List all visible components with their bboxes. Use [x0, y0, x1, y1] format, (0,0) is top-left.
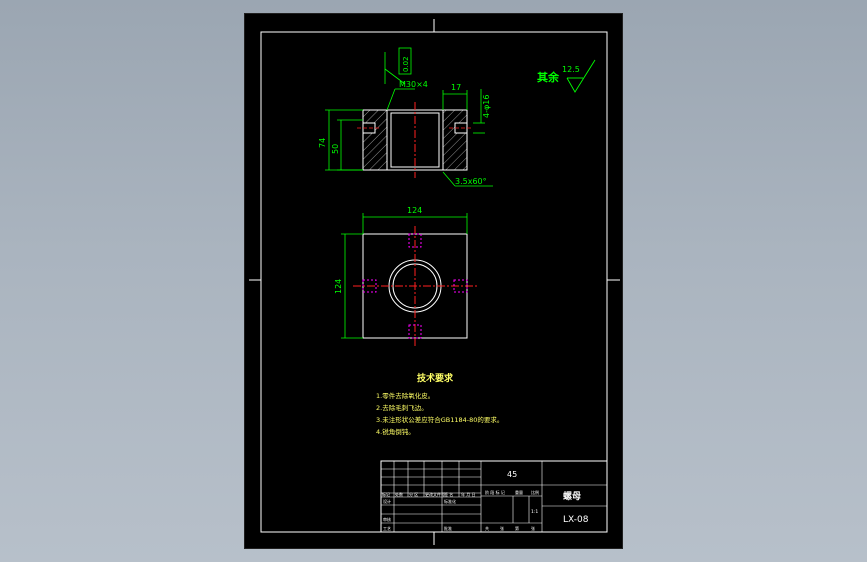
dim-height-inner: 50 [331, 144, 340, 154]
header-cell: 标记 [382, 491, 390, 497]
stage-label: 阶 段 标 记 [485, 489, 505, 495]
row-label: 工艺 [383, 526, 391, 531]
roughness-symbol [566, 59, 596, 93]
row-label: 审核 [383, 516, 391, 522]
outer-frame [260, 31, 608, 533]
section-view: 0.02 M30×4 17 4-φ16 74 50 3.5x60° [318, 47, 493, 187]
hidden-hole-top [408, 233, 422, 248]
hidden-hole-bottom [408, 324, 422, 339]
technical-requirements: 技术要求 1.零件去除氧化皮。 2.去除毛刺飞边。 3.未注形状公差应符合GB1… [376, 372, 503, 436]
dim-height-outer: 74 [318, 138, 327, 148]
row-label: 标准化 [444, 498, 456, 504]
tech-title: 技术要求 [417, 372, 454, 384]
drawing-sheet: 0.02 M30×4 17 4-φ16 74 50 3.5x60° 其余 12.… [244, 13, 623, 549]
plan-view: 124 124 [334, 206, 477, 346]
tech-item: 4.锐角倒钝。 [376, 427, 415, 436]
tech-item: 3.未注形状公差应符合GB1184-80的要求。 [376, 415, 503, 424]
row-label: 批准 [444, 525, 452, 531]
roughness-value: 12.5 [562, 65, 580, 74]
flatness-value: 0.02 [402, 56, 410, 72]
header-cell: 签 名 [444, 491, 453, 497]
header-cell: 分 区 [409, 491, 418, 497]
section-left-wall [362, 109, 388, 171]
material-value: 45 [507, 470, 517, 479]
thread-label: M30×4 [399, 80, 428, 89]
stage-label: 比例 [531, 489, 539, 495]
header-cell: 年 月 日 [461, 491, 476, 497]
header-cell: 更改文件号 [425, 491, 445, 497]
centering-marks [249, 19, 620, 545]
cad-drawing: 0.02 M30×4 17 4-φ16 74 50 3.5x60° 其余 12.… [249, 19, 620, 545]
sheet-label: 第 [515, 525, 519, 531]
sheet-label: 张 [500, 525, 504, 531]
hidden-hole-left [362, 279, 377, 293]
part-name: 螺母 [563, 490, 581, 502]
dim-top-small: 17 [451, 83, 461, 92]
chamfer-label: 3.5x60° [455, 177, 487, 186]
title-block-frame [380, 460, 608, 533]
tech-item: 1.零件去除氧化皮。 [376, 391, 434, 400]
sheet-label: 共 [485, 525, 489, 531]
tech-item: 2.去除毛刺飞边。 [376, 403, 428, 412]
roughness-note: 其余 12.5 [537, 59, 596, 93]
section-right-wall [442, 109, 468, 171]
title-block: 45 螺母 LX-08 1:1 标记 处数 分 区 更改文件号 签 名 年 月 … [380, 460, 608, 533]
scale-value: 1:1 [531, 509, 538, 515]
plan-dim-height: 124 [334, 279, 343, 294]
plan-dim-width: 124 [407, 206, 422, 215]
sheet-label: 张 [531, 525, 535, 531]
row-label: 设计 [383, 498, 391, 504]
header-cell: 处数 [395, 491, 403, 497]
flatness-frame [398, 47, 412, 75]
hidden-hole-right [453, 279, 468, 293]
dim-holes: 4-φ16 [482, 95, 491, 118]
roughness-label: 其余 [537, 70, 560, 84]
drawing-number: LX-08 [563, 515, 589, 525]
stage-label: 重量 [515, 489, 523, 495]
